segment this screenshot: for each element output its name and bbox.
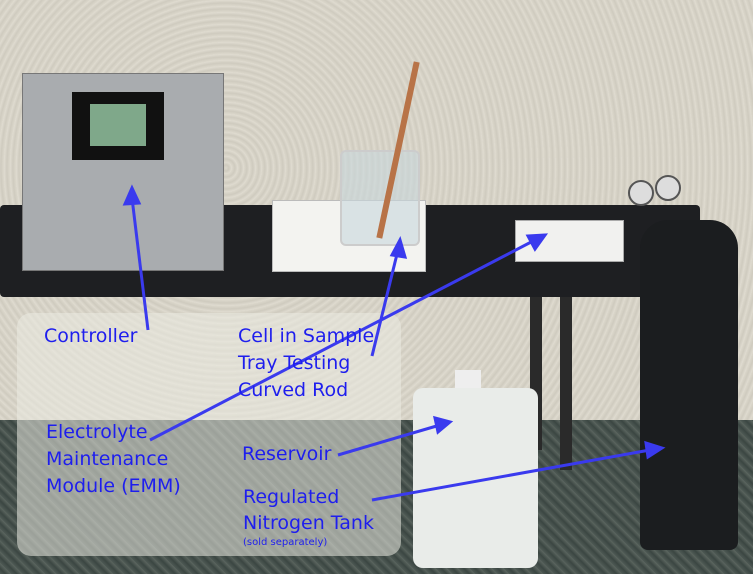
arrow-reservoir-head [433, 415, 454, 435]
label-cell-2: Tray Testing [238, 352, 351, 374]
label-emm-1: Electrolyte [46, 421, 148, 443]
label-cell-3: Curved Rod [238, 379, 349, 401]
table-leg [560, 290, 572, 470]
arrow-emm [149, 238, 536, 442]
label-emm-3: Module (EMM) [46, 475, 181, 497]
label-tank-note: (sold separately) [243, 537, 328, 548]
pressure-gauge [655, 175, 681, 201]
label-controller: Controller [44, 325, 138, 347]
label-reservoir: Reservoir [242, 443, 332, 465]
reservoir-cap [455, 370, 481, 392]
label-tank-1: Regulated [243, 486, 340, 508]
label-tank-2: Nitrogen Tank [243, 512, 374, 534]
pressure-gauge [628, 180, 654, 206]
arrow-tank-head [644, 440, 666, 460]
controller-screen [90, 104, 146, 146]
label-cell-1: Cell in Sample [238, 325, 375, 347]
arrow-controller-head [122, 184, 142, 206]
arrow-cell [370, 249, 400, 357]
arrow-cell-head [389, 236, 408, 259]
nitrogen-tank [640, 220, 738, 550]
arrow-reservoir [337, 423, 441, 457]
arrow-controller [130, 197, 150, 331]
arrow-emm-head [525, 233, 549, 252]
label-emm-2: Maintenance [46, 448, 169, 470]
label-overlay [17, 313, 401, 556]
arrow-tank [371, 448, 651, 502]
